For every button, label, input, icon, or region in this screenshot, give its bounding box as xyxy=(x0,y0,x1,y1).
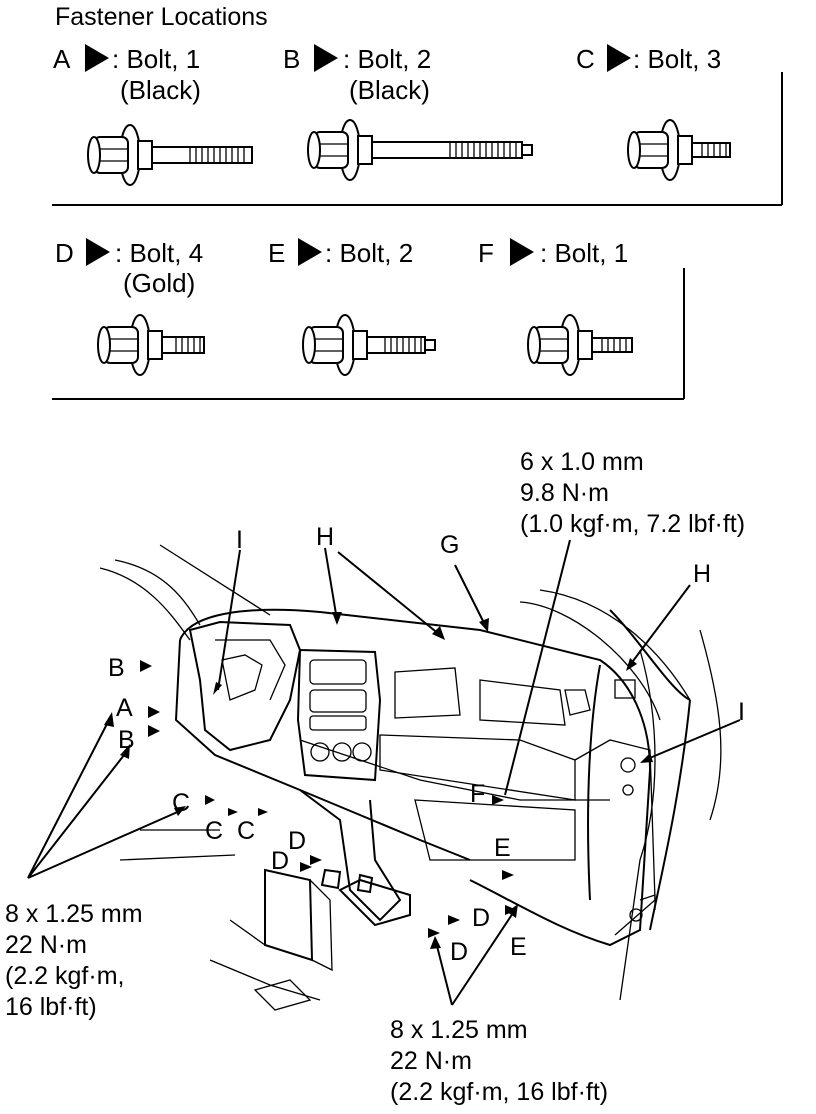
legend-letter-f: F xyxy=(478,238,494,268)
callout-c-2: C xyxy=(205,817,223,845)
legend-item-e: E : Bolt, 2 xyxy=(268,238,413,268)
fastener-marker-icon xyxy=(314,44,338,72)
callout-e-lower: E xyxy=(510,933,527,961)
spec-line: 16 lbf·ft) xyxy=(5,993,97,1021)
bolt-b-icon xyxy=(307,119,533,181)
spec-line: 22 N·m xyxy=(5,931,87,959)
legend-desc-c: : Bolt, 3 xyxy=(633,44,721,74)
legend-note-a: (Black) xyxy=(120,75,201,105)
callout-h-top: H xyxy=(316,523,334,551)
callout-c-3: C xyxy=(237,817,255,845)
legend-desc-a: : Bolt, 1 xyxy=(112,44,200,74)
legend-letter-a: A xyxy=(53,44,71,74)
callout-e-upper: E xyxy=(494,834,511,862)
bolt-d-icon xyxy=(97,314,205,376)
callout-c-1: C xyxy=(172,789,190,817)
callout-d-2: D xyxy=(271,847,289,875)
spec-line: 8 x 1.25 mm xyxy=(5,900,143,928)
spec-line: 9.8 N·m xyxy=(520,479,609,507)
legend-box-bottom xyxy=(52,268,685,400)
callout-markers xyxy=(140,660,517,938)
legend-desc-d: : Bolt, 4 xyxy=(115,238,203,268)
callout-i-right: I xyxy=(738,698,745,726)
torque-spec-bottom: 8 x 1.25 mm 22 N·m (2.2 kgf·m, 16 lbf·ft… xyxy=(390,1016,608,1106)
callout-labels: I H G H I B A B C C C D D F E D D E xyxy=(108,523,745,966)
spec-line: (2.2 kgf·m, xyxy=(5,962,124,990)
legend-item-b: B : Bolt, 2 (Black) xyxy=(283,44,431,105)
torque-spec-top-right: 6 x 1.0 mm 9.8 N·m (1.0 kgf·m, 7.2 lbf·f… xyxy=(520,448,745,538)
fastener-marker-icon xyxy=(86,238,110,266)
callout-d-1: D xyxy=(288,827,306,855)
fastener-marker-icon xyxy=(607,44,631,72)
legend-letter-e: E xyxy=(268,238,285,268)
legend-box-top xyxy=(52,72,783,206)
callout-b-upper: B xyxy=(108,654,125,682)
legend-desc-e: : Bolt, 2 xyxy=(325,238,413,268)
callout-d-3: D xyxy=(472,904,490,932)
legend-item-a: A : Bolt, 1 (Black) xyxy=(53,44,201,105)
callout-g: G xyxy=(440,531,459,559)
fastener-locations-title: Fastener Locations xyxy=(55,3,268,31)
spec-line: (1.0 kgf·m, 7.2 lbf·ft) xyxy=(520,510,745,538)
legend-item-f: F : Bolt, 1 xyxy=(478,238,628,268)
spec-line: 22 N·m xyxy=(390,1047,472,1075)
bolt-a-icon xyxy=(87,124,253,186)
fastener-marker-icon xyxy=(298,238,322,266)
spec-line: 8 x 1.25 mm xyxy=(390,1016,528,1044)
legend-letter-b: B xyxy=(283,44,300,74)
legend-item-d: D : Bolt, 4 (Gold) xyxy=(55,238,203,298)
bolt-c-icon xyxy=(627,119,731,181)
callout-h-right: H xyxy=(693,560,711,588)
callout-b-lower: B xyxy=(118,726,135,754)
dashboard-illustration xyxy=(99,544,722,1011)
torque-spec-left: 8 x 1.25 mm 22 N·m (2.2 kgf·m, 16 lbf·ft… xyxy=(5,900,143,1021)
legend-item-c: C : Bolt, 3 xyxy=(576,44,721,74)
spec-line: (2.2 kgf·m, 16 lbf·ft) xyxy=(390,1078,608,1106)
callout-f: F xyxy=(470,780,485,808)
legend-desc-f: : Bolt, 1 xyxy=(540,238,628,268)
callout-a: A xyxy=(116,694,133,722)
bolt-f-icon xyxy=(527,314,633,376)
legend-note-b: (Black) xyxy=(349,75,430,105)
fastener-marker-icon xyxy=(85,44,109,72)
bolt-e-icon xyxy=(302,314,436,376)
legend-desc-b: : Bolt, 2 xyxy=(343,44,431,74)
callout-i-left: I xyxy=(236,526,243,554)
spec-line: 6 x 1.0 mm xyxy=(520,448,644,476)
legend-letter-c: C xyxy=(576,44,595,74)
fastener-marker-icon xyxy=(510,238,534,266)
legend-note-d: (Gold) xyxy=(123,268,195,298)
legend-letter-d: D xyxy=(55,238,74,268)
callout-d-4: D xyxy=(450,938,468,966)
leader-lines xyxy=(27,539,741,1006)
